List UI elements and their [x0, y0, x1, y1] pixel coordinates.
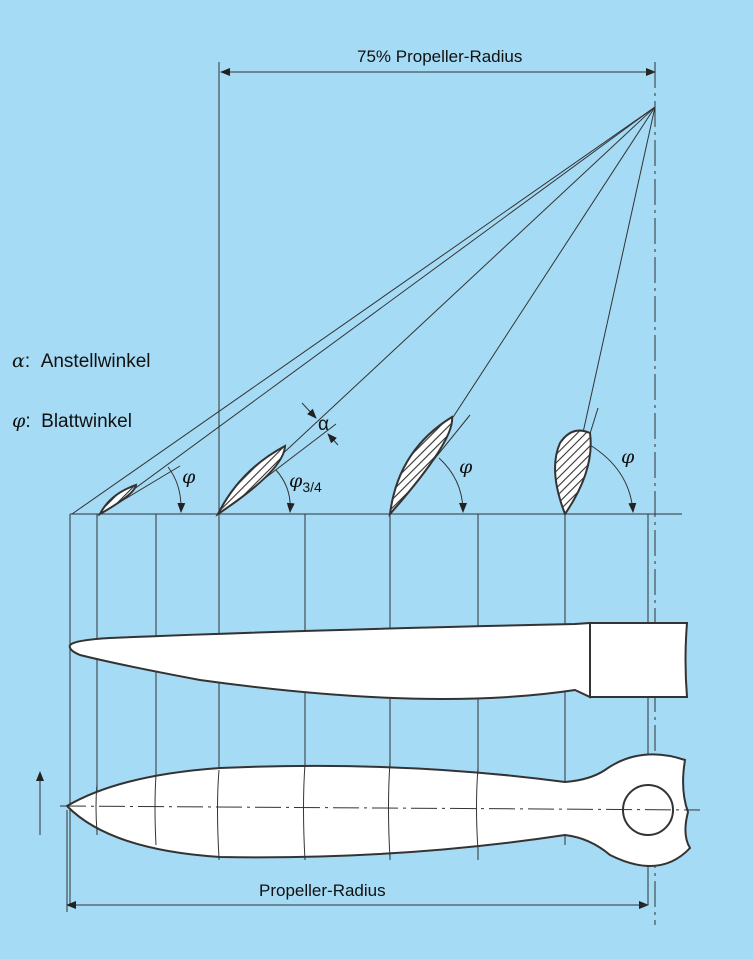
legend-phi: φ: Blattwinkel [12, 410, 132, 432]
blade-planform [68, 621, 591, 700]
blade-side-view [65, 753, 692, 867]
blade-section-1 [97, 483, 138, 517]
blade-section-3 [388, 415, 454, 518]
angle-label-phi-1: φ [182, 466, 196, 488]
angle-label-phi-3: φ [459, 456, 473, 478]
blade-hub-block [589, 622, 689, 698]
bottom-dimension-label: Propeller-Radius [259, 881, 386, 900]
top-dimension-label: 75% Propeller-Radius [357, 47, 523, 66]
angle-label-phi-34: φ3/4 [289, 470, 322, 495]
blade-section-4 [554, 429, 592, 517]
angle-label-phi-4: φ [621, 446, 635, 468]
legend-alpha: α: Anstellwinkel [12, 350, 151, 372]
blade-section-2 [215, 444, 287, 517]
angle-label-alpha: α [318, 414, 329, 435]
